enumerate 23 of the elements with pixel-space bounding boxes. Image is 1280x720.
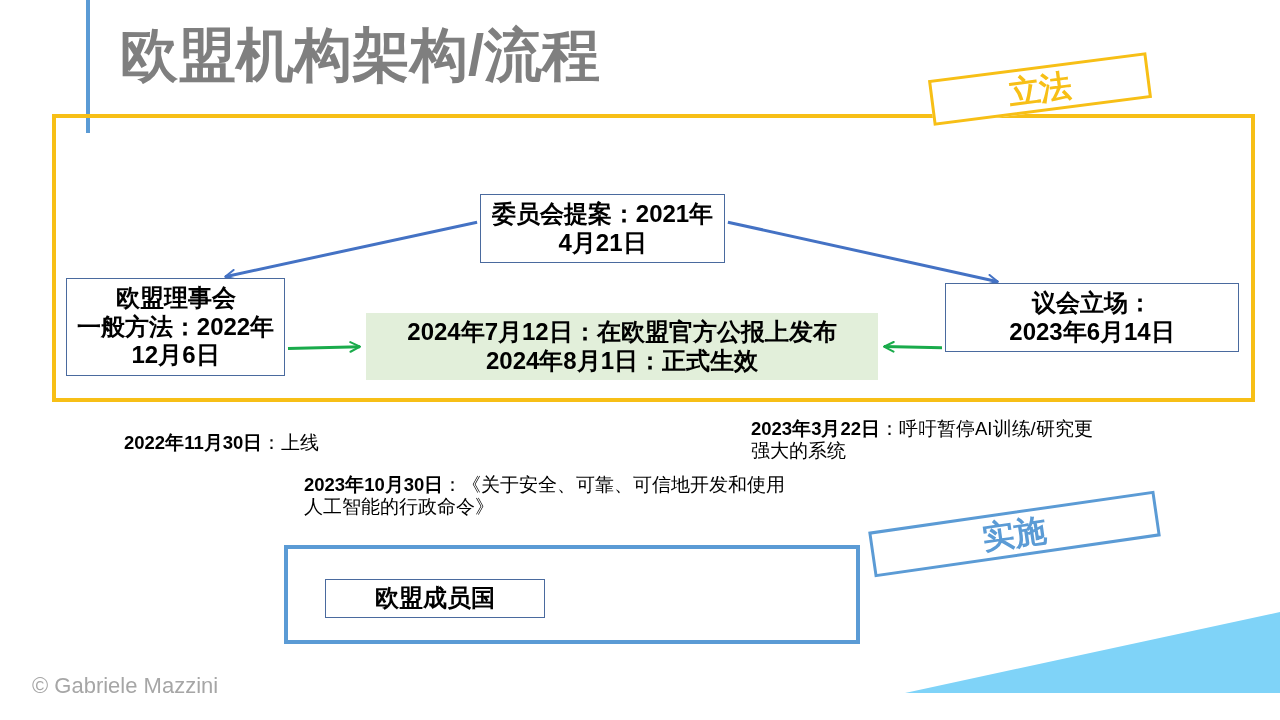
process-box <box>66 278 285 376</box>
node-text: 2024年8月1日：正式生效 <box>485 346 759 376</box>
highlight-box <box>366 313 878 380</box>
arrow <box>287 341 361 353</box>
node-text: 议会立场：2023年6月14日 <box>1008 288 1176 347</box>
node-text: 立法 <box>1005 65 1075 113</box>
process-box <box>945 283 1239 352</box>
event-text: 2022年11月30日：上线 <box>124 432 320 455</box>
node-text: 实施 <box>980 510 1049 558</box>
process-box <box>480 194 725 263</box>
event-text: 2023年3月22日：呼吁暂停AI训练/研究更强大的系统 <box>751 418 1094 463</box>
node-text: 委员会提案：2021年4月21日 <box>490 199 715 258</box>
title: 欧盟机构架构/流程 <box>120 21 601 89</box>
node-text: 欧盟成员国 <box>375 584 495 613</box>
frame <box>284 545 860 644</box>
process-box <box>325 579 545 618</box>
node-text: 欧盟理事会 <box>115 283 236 313</box>
event-text: 2023年10月30日：《关于安全、可靠、可信地开发和使用人工智能的行政命令》 <box>304 474 787 519</box>
node-text: 2024年7月12日：在欧盟官方公报上发布 <box>407 317 837 347</box>
node-text: 一般方法：2022年12月6日 <box>75 312 276 371</box>
arrow <box>883 341 943 353</box>
frame <box>52 114 1255 402</box>
copyright-text: © Gabriele Mazzini <box>32 673 219 700</box>
